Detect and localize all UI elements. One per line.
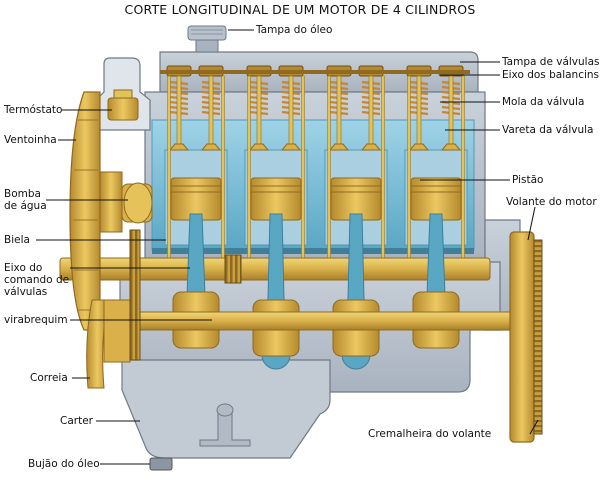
pushrod (221, 75, 225, 261)
label-drain-plug: Bujão do óleo (28, 458, 100, 470)
valve-stem (416, 75, 422, 151)
crankshaft-main (109, 311, 511, 331)
valve-head (328, 143, 350, 151)
pushrod (327, 75, 331, 261)
fan-shape (69, 91, 101, 331)
valve-stem (368, 75, 374, 151)
label-valve-cover: Tampa de válvulas (502, 56, 600, 68)
label-thermostat: Termóstato (4, 104, 63, 116)
crankshaft-shape (109, 213, 511, 370)
valve-head (360, 143, 382, 151)
pushrod (167, 75, 171, 261)
label-rocker-shaft: Eixo dos balancins (502, 69, 600, 81)
pushrod (461, 75, 465, 261)
label-piston: Pistão (512, 174, 544, 186)
water-pump-shape (99, 171, 153, 233)
leader-lines (36, 29, 539, 465)
label-water-pump-2: de água (4, 200, 47, 212)
pushrod (407, 75, 411, 261)
drain-plug-shape (149, 457, 173, 471)
connecting-rod (426, 213, 446, 297)
label-fan: Ventoinha (4, 134, 57, 146)
label-crankshaft: virabrequim (4, 314, 68, 326)
label-camshaft-2: comando de (4, 274, 70, 286)
valve-stem (256, 75, 262, 151)
label-camshaft-3: válvulas (4, 286, 48, 298)
valve-stem (448, 75, 454, 151)
valve-head (168, 143, 190, 151)
diagram-title: CORTE LONGITUDINAL DE UM MOTOR DE 4 CILI… (124, 2, 476, 17)
flywheel-shape (509, 231, 543, 443)
valve-stem (288, 75, 294, 151)
connecting-rod (186, 213, 206, 297)
valve-head (248, 143, 270, 151)
label-connecting-rod: Biela (4, 234, 30, 246)
valve-stem (176, 75, 182, 151)
valve-head (280, 143, 302, 151)
label-water-pump-1: Bomba (4, 188, 41, 200)
label-camshaft-1: Eixo do (4, 262, 43, 274)
label-oil-pan: Carter (60, 415, 93, 427)
rocker-shaft (160, 70, 470, 74)
label-belt: Correia (30, 372, 68, 384)
valve-head (440, 143, 462, 151)
pushrod (301, 75, 305, 261)
valve-stem (208, 75, 214, 151)
pushrod (381, 75, 385, 261)
pushrod (247, 75, 251, 261)
label-pushrod: Vareta da válvula (502, 124, 594, 136)
belt-pulley-shape (86, 299, 131, 389)
valve-head (408, 143, 430, 151)
label-flywheel: Volante do motor (506, 196, 597, 208)
timing-chain-shape (129, 229, 141, 361)
label-valve-spring: Mola da válvula (502, 96, 585, 108)
oil-cap-shape (187, 25, 227, 53)
label-oil-cap: Tampa do óleo (256, 24, 333, 36)
valve-stem (336, 75, 342, 151)
valve-head (200, 143, 222, 151)
thermostat-shape (95, 57, 151, 131)
label-ring-gear: Cremalheira do volante (368, 428, 492, 440)
